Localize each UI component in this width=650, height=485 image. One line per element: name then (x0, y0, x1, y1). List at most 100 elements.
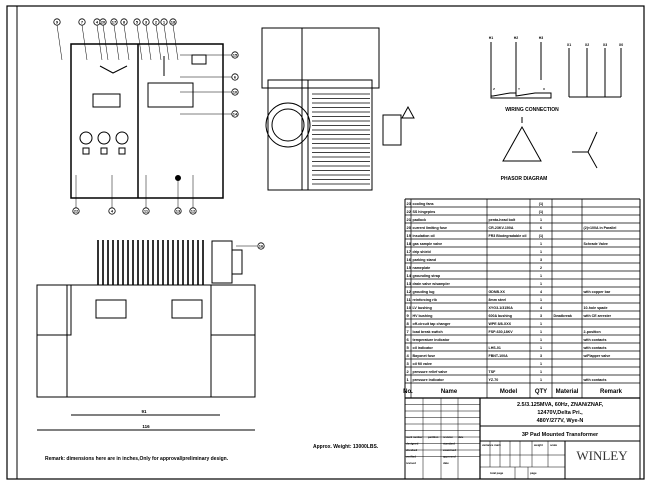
balloon-17: 17 (110, 18, 118, 26)
side-view (36, 240, 256, 431)
cell-name: reinforcing rib (413, 298, 438, 302)
cell-no: 8 (407, 321, 410, 326)
signature-row-label: examined (443, 448, 456, 452)
balloon-number: 13 (176, 209, 181, 214)
cell-no: 1 (407, 377, 410, 382)
balloon-14: 14 (231, 110, 239, 118)
variance-mark-label: variance mark (482, 443, 501, 447)
hv-terminal-label: H1 (489, 36, 494, 40)
balloon-number: 17 (112, 20, 117, 25)
cell-name: load break switch (413, 330, 443, 334)
balloon-number: 2 (155, 20, 158, 25)
cell-name: oil indicator (413, 346, 434, 350)
cell-no: 20 (407, 225, 412, 230)
cell-qty: 1 (540, 322, 542, 326)
cell-model: LHS-01 (489, 346, 501, 350)
signature-row-label: checked (406, 448, 417, 452)
signature-header: revision (443, 435, 453, 439)
cell-remark: 2-position (584, 330, 601, 334)
balloon-4: 4 (108, 207, 116, 215)
cell-qty: 1 (540, 370, 542, 374)
cell-no: 4 (407, 353, 410, 358)
rule-line (155, 24, 162, 61)
header-material: Material (556, 389, 579, 395)
cell-no: 23 (407, 201, 412, 206)
cell-name: drain valve w/sampler (413, 282, 451, 286)
cell-qty: 2 (540, 266, 542, 270)
balloon-1: 1 (160, 18, 168, 26)
rule-line (81, 24, 88, 61)
cell-name: grounding strap (413, 274, 441, 278)
header-no: No. (403, 389, 413, 395)
balloon-number: 16 (259, 244, 264, 249)
total-page-label: total page (490, 471, 504, 475)
lv-terminal-label: X3 (603, 43, 607, 47)
cell-name: current limiting fuse (413, 226, 448, 230)
cell-qty: 4 (540, 306, 542, 310)
cell-qty: 3 (540, 258, 542, 262)
wiring-connection-label: WIRING CONNECTION (505, 107, 559, 113)
signature-row-label: standard (443, 442, 455, 446)
cell-remark: with copper bar (583, 290, 611, 294)
cell-remark: w/Flapper valve (583, 354, 611, 358)
balloon-10: 10 (231, 88, 239, 96)
rule-line (123, 24, 130, 61)
cell-qty: 1 (540, 282, 542, 286)
cell-remark: with contacts (583, 338, 607, 342)
rule-line (113, 24, 120, 61)
balloon-number: 20 (101, 20, 106, 25)
balloon-number: 1 (163, 20, 166, 25)
winding-mark: Z (493, 87, 495, 91)
balloon-number: 9 (56, 20, 59, 25)
cell-remark: with contacts (583, 378, 607, 382)
cell-name: gas sample valve (413, 242, 443, 246)
spec-line: 2.5/3.125MVA, 60Hz, ZNAN/ZNAF, (517, 402, 604, 408)
phasor-diagram-label: PHASOR DIAGRAM (501, 176, 548, 182)
cell-name: pressure indicator (413, 378, 445, 382)
balloon-15: 15 (231, 51, 239, 59)
remark-note: Remark: dimensions here are in inches,On… (45, 456, 229, 462)
lv-terminal-label: X2 (585, 43, 589, 47)
cell-name: Bayonet fuse (413, 354, 436, 358)
cell-model: CR-23KV-100A (489, 226, 514, 230)
rule-line (96, 24, 103, 61)
cell-no: 12 (407, 289, 412, 294)
cell-qty: 1 (540, 250, 542, 254)
cell-qty: 3 (540, 314, 542, 318)
cell-model: 8mm steel (489, 298, 507, 302)
cell-no: 5 (407, 345, 410, 350)
cell-name: HV bushing (413, 314, 433, 318)
cell-name: oil fill valve (413, 362, 432, 366)
balloon-3: 3 (142, 18, 150, 26)
rule-line (136, 24, 143, 61)
cell-no: 14 (407, 273, 412, 278)
rule-line (172, 24, 179, 61)
rule-line (56, 24, 63, 61)
cell-model: penta-head bolt (489, 218, 517, 222)
balloon-number: 7 (81, 20, 84, 25)
cell-model: FBNT-100A (489, 354, 509, 358)
header-name: Name (441, 389, 458, 395)
signature-header: partition (428, 435, 439, 439)
cell-qty: 1 (540, 362, 542, 366)
balloon-2: 2 (152, 18, 160, 26)
balloon-20: 20 (99, 18, 107, 26)
page-label: page (530, 471, 537, 475)
approx-weight: Approx. Weight: 13000LBS. (313, 444, 379, 450)
cell-no: 2 (407, 369, 410, 374)
cell-qty: (1) (539, 202, 544, 206)
weight-label: weight (533, 443, 543, 447)
cell-qty: 1 (540, 218, 542, 222)
rule-line (145, 24, 152, 61)
cell-no: 10 (407, 305, 412, 310)
balloon-number: 8 (123, 20, 126, 25)
